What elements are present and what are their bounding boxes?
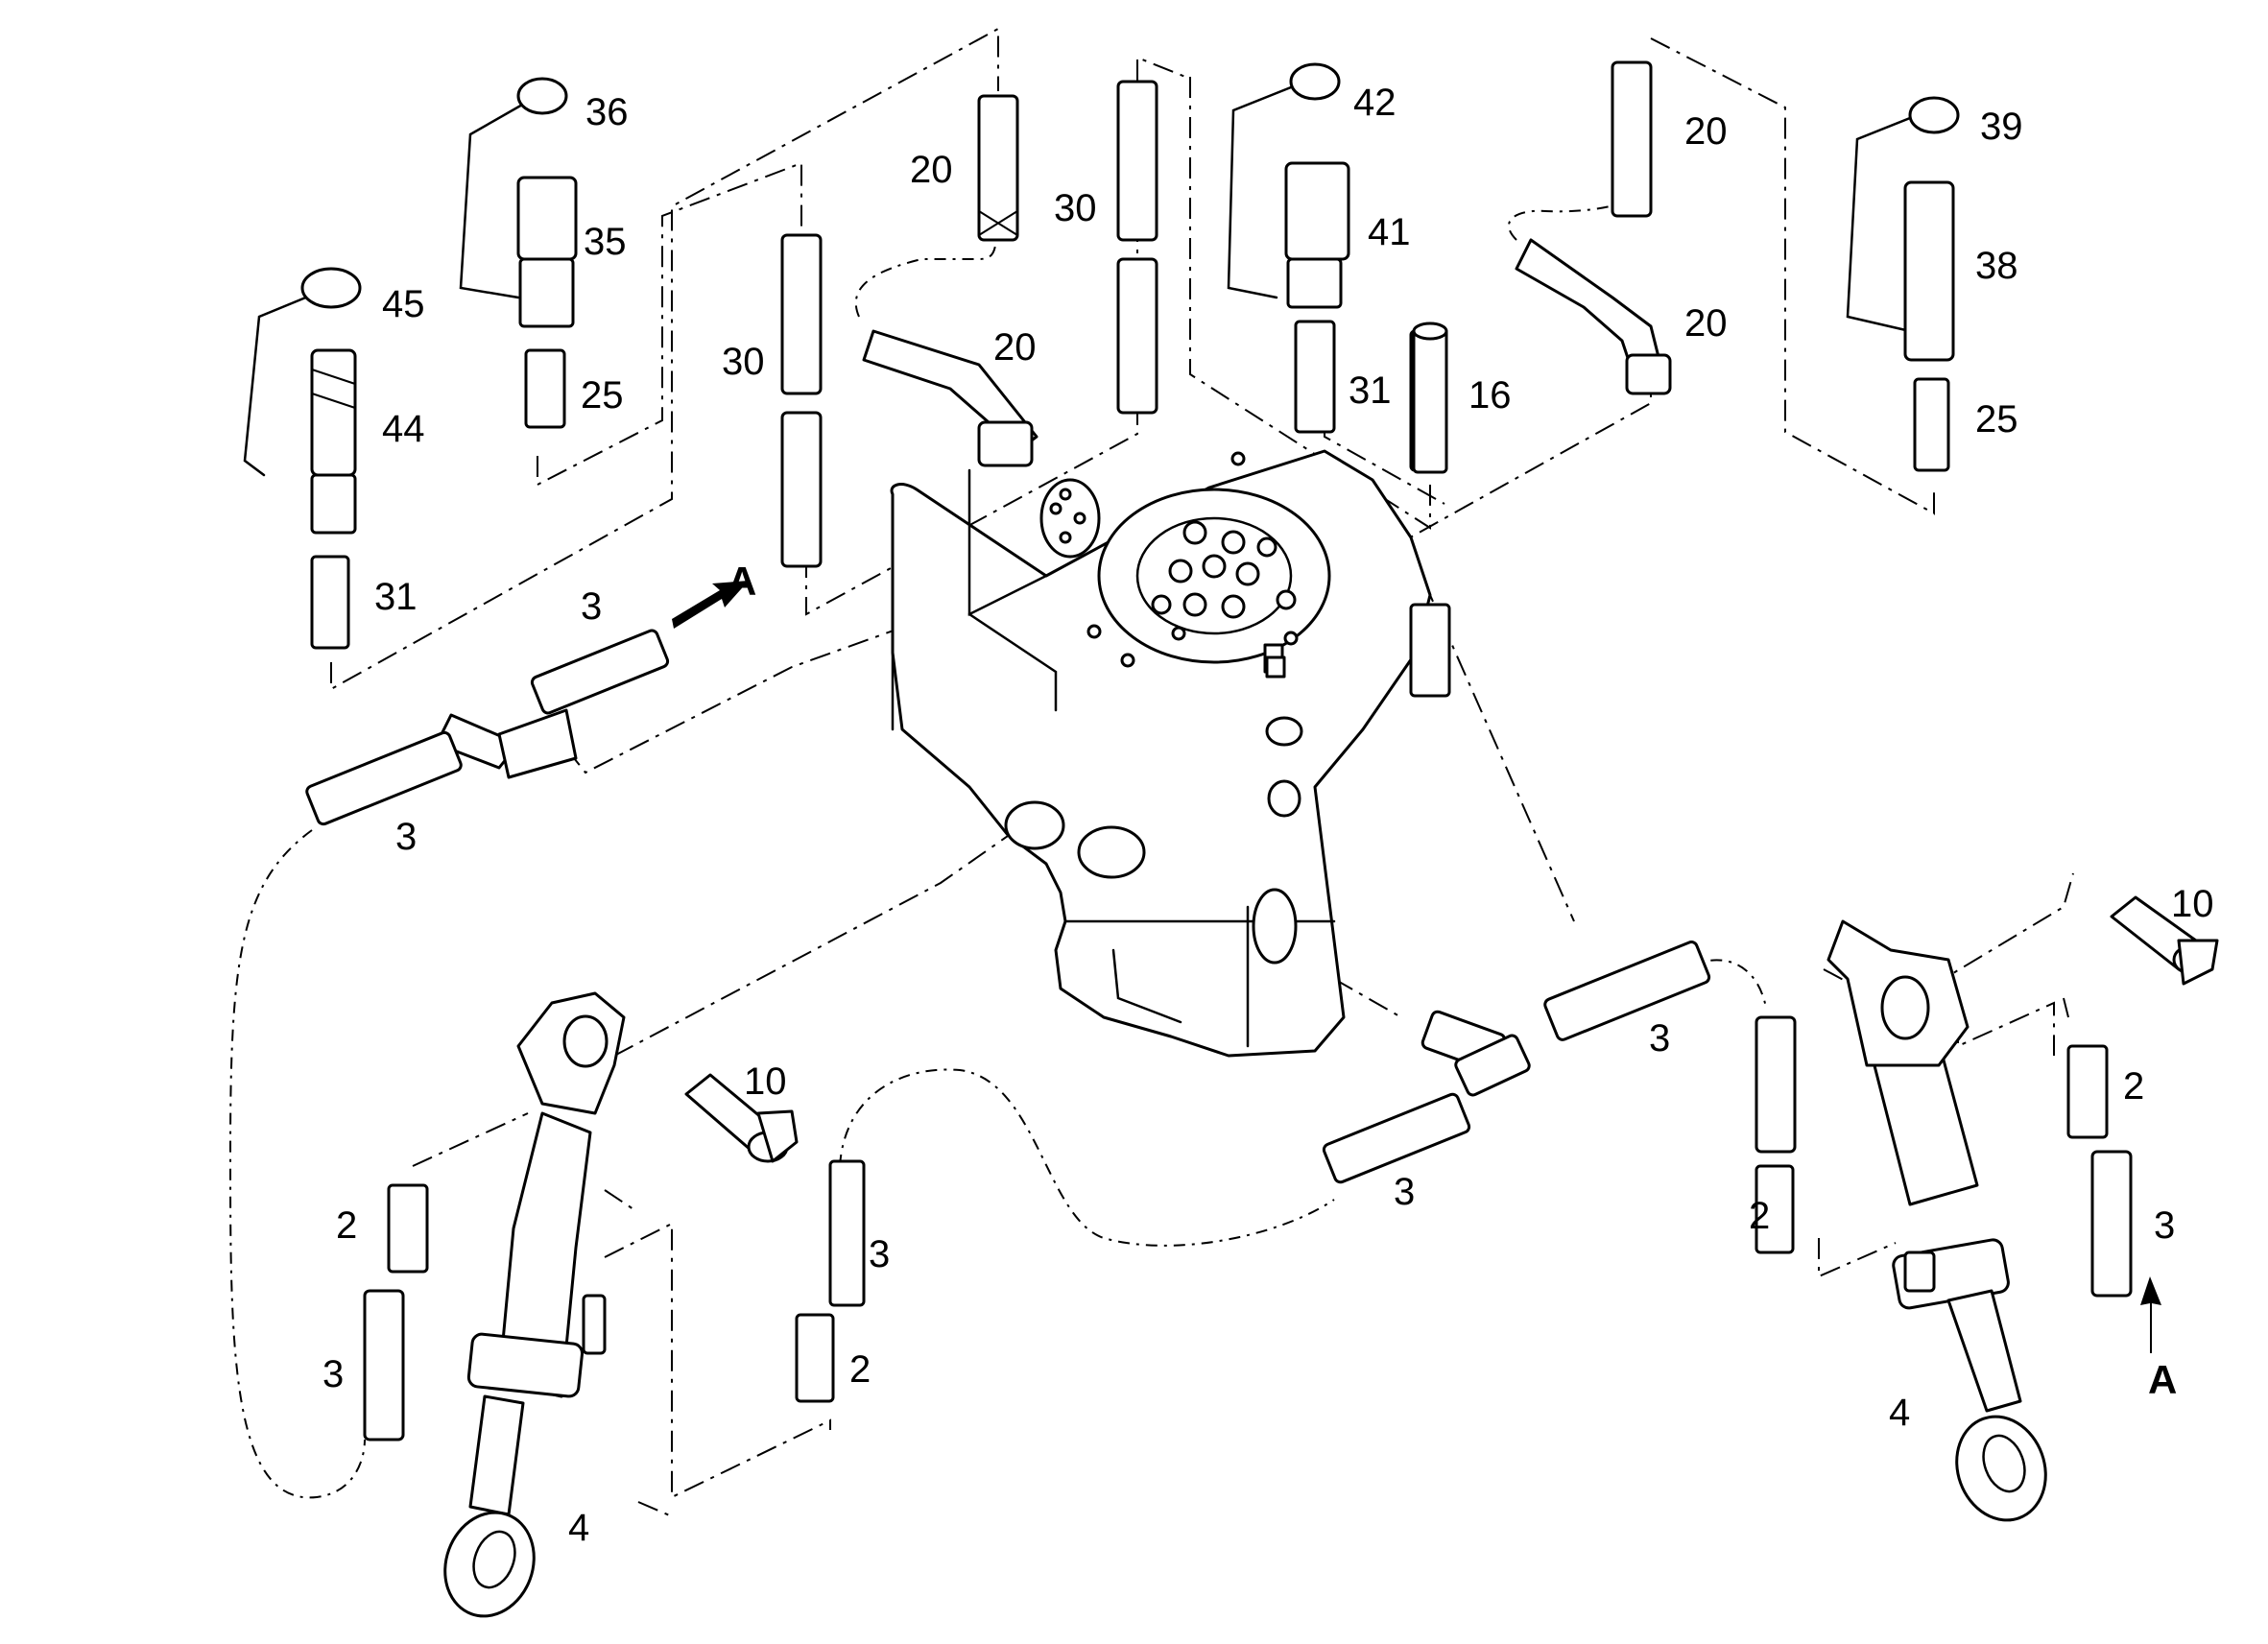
callout-36: 36	[585, 91, 629, 133]
arrow-a-markers	[672, 581, 2161, 1353]
callout-2: 2	[336, 1204, 357, 1247]
callout-44: 44	[382, 408, 425, 450]
callout-2: 2	[849, 1348, 871, 1391]
callout-3: 3	[869, 1233, 890, 1275]
hydraulic-cylinder-left	[443, 991, 626, 1618]
callout-2: 2	[1749, 1195, 1770, 1237]
callout-25: 25	[1975, 398, 2018, 441]
callout-30: 30	[722, 341, 765, 383]
hose-fittings	[780, 60, 1672, 568]
callout-3: 3	[322, 1353, 344, 1395]
callout-25: 25	[581, 374, 624, 417]
callout-3: 3	[581, 585, 602, 628]
coupling-group-35-36	[459, 77, 578, 429]
callout-30: 30	[1054, 187, 1097, 229]
callout-39: 39	[1980, 106, 2023, 148]
callout-4: 4	[568, 1507, 589, 1549]
leader-lines	[228, 27, 2074, 1517]
callout-20: 20	[993, 326, 1037, 369]
callout-31: 31	[374, 576, 418, 618]
callout-10: 10	[2171, 883, 2214, 925]
bolt-16	[1412, 322, 1448, 474]
callout-31: 31	[1349, 369, 1392, 412]
callout-45: 45	[382, 283, 425, 325]
callout-3: 3	[395, 816, 417, 858]
coupling-group-44-45	[243, 267, 362, 650]
pin-left	[684, 1073, 799, 1163]
callout-20: 20	[1684, 110, 1728, 153]
pin-right	[2110, 895, 2219, 986]
arrow-a-label: A	[728, 559, 756, 604]
callout-10: 10	[744, 1060, 787, 1103]
swing-housing	[890, 449, 1432, 1058]
fittings-item-3-and-2	[305, 603, 2133, 1441]
callout-42: 42	[1353, 82, 1397, 124]
callout-labels: 36 35 45 25 44 31 20 30 30 20 42 41 31 1…	[322, 82, 2214, 1549]
coupling-group-38-39	[1846, 96, 1960, 472]
callout-35: 35	[584, 221, 627, 263]
hydraulic-cylinder-right	[1826, 919, 2047, 1522]
callout-41: 41	[1368, 211, 1411, 253]
callout-3: 3	[2154, 1204, 2175, 1247]
callout-2: 2	[2123, 1065, 2144, 1108]
callout-4: 4	[1889, 1392, 1910, 1434]
arrow-a-label: A	[2148, 1357, 2177, 1402]
callout-3: 3	[1394, 1171, 1415, 1213]
callout-20: 20	[910, 149, 953, 191]
callout-20: 20	[1684, 302, 1728, 345]
callout-38: 38	[1975, 245, 2018, 287]
callout-3: 3	[1649, 1017, 1670, 1060]
callout-16: 16	[1468, 374, 1512, 417]
